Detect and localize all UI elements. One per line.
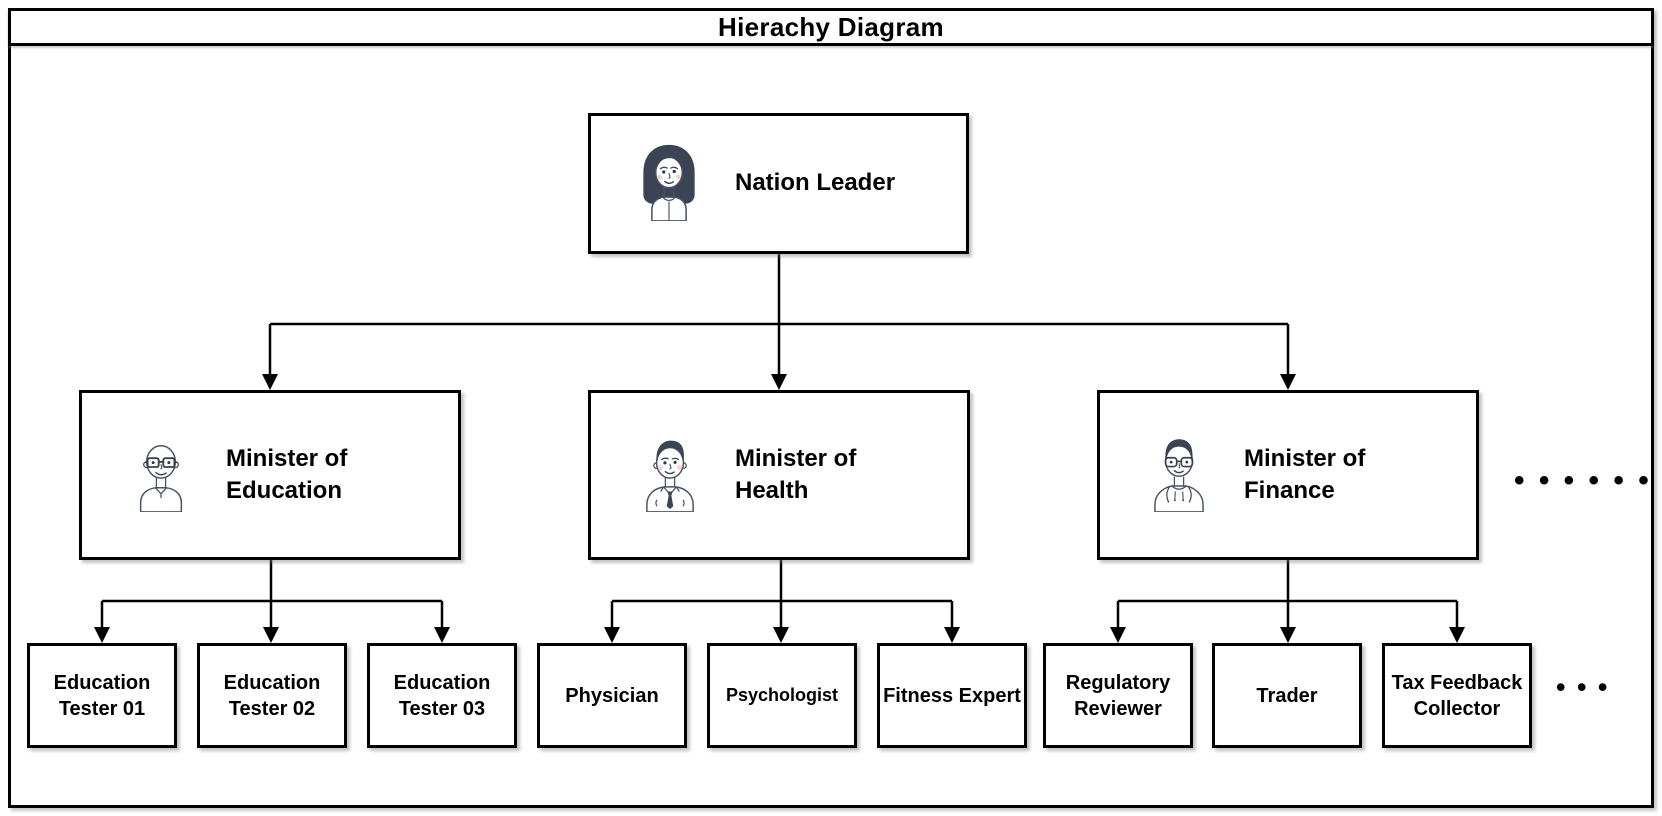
node-education-tester-02[interactable]: Education Tester 02: [197, 643, 347, 748]
node-label: Education Tester 01: [53, 671, 151, 720]
node-trader[interactable]: Trader: [1212, 643, 1362, 748]
man-with-tie-avatar-icon: [633, 434, 707, 517]
node-education-tester-01[interactable]: Education Tester 01: [27, 643, 177, 748]
node-label: Tax Feedback Collector: [1391, 671, 1523, 720]
node-fitness-expert[interactable]: Fitness Expert: [877, 643, 1027, 748]
more-ministers-ellipsis: • • • • • •: [1514, 464, 1652, 497]
node-nation-leader[interactable]: Nation Leader: [588, 113, 969, 254]
node-label: Regulatory Reviewer: [1065, 671, 1171, 720]
node-label: Fitness Expert: [883, 684, 1021, 707]
diagram-title: Hierachy Diagram: [718, 11, 944, 42]
node-psychologist[interactable]: Psychologist: [707, 643, 857, 748]
node-label: Education Tester 02: [223, 671, 321, 720]
diagram-title-bar: Hierachy Diagram: [8, 8, 1654, 46]
node-label: Education Tester 03: [393, 671, 491, 720]
node-tax-feedback-collector[interactable]: Tax Feedback Collector: [1382, 643, 1532, 748]
node-physician[interactable]: Physician: [537, 643, 687, 748]
woman-leader-avatar-icon: [631, 141, 707, 226]
node-label: Nation Leader: [735, 169, 896, 197]
node-label: Physician: [565, 684, 659, 707]
node-label: Psychologist: [725, 684, 839, 705]
node-education-tester-03[interactable]: Education Tester 03: [367, 643, 517, 748]
more-leaves-ellipsis: • • •: [1556, 672, 1610, 702]
node-label: Trader: [1256, 684, 1318, 707]
bald-man-with-glasses-avatar-icon: [124, 434, 198, 517]
arrowheads: [94, 374, 1465, 643]
man-with-glasses-hoodie-avatar-icon: [1142, 434, 1216, 517]
node-regulatory-reviewer[interactable]: Regulatory Reviewer: [1043, 643, 1193, 748]
